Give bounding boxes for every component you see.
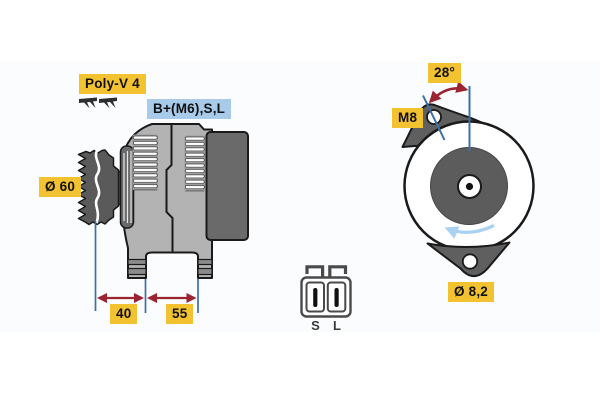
bolt-thread-label: M8 (392, 108, 424, 128)
connector-pin-l-blade (334, 288, 339, 307)
dimension-40-label: 40 (110, 304, 138, 324)
belt-type-label: Poly-V 4 (79, 74, 146, 94)
dimension-55-label: 55 (166, 304, 194, 324)
mounting-hole (461, 253, 479, 270)
connector-clips (305, 265, 348, 278)
shaft-center-dot (465, 182, 474, 191)
angle-reference-lines (422, 86, 471, 151)
pulley-break-line (94, 149, 101, 224)
belt-profile-icon (79, 97, 117, 109)
mounting-foot-slots (127, 258, 213, 276)
cooling-fins-right (184, 135, 205, 192)
rotation-arrow-icon (444, 224, 495, 239)
cooling-fins-left (132, 134, 158, 191)
connector-pin-s-label: S (311, 318, 320, 333)
mount-angle-label: 28° (428, 63, 462, 83)
connector-pin-l-label: L (333, 318, 341, 333)
angle-arc-arrow-icon (428, 81, 469, 104)
connector: S L (300, 265, 352, 333)
dimension-witness-lines (94, 221, 199, 313)
pulley-diameter-label: Ø 60 (39, 177, 82, 197)
side-view (77, 97, 249, 313)
terminals-label: B+(M6),S,L (147, 99, 232, 119)
connector-pin-s-blade (313, 288, 318, 307)
front-view (401, 81, 535, 278)
rear-housing-block (205, 131, 249, 241)
mount-hole-diameter-label: Ø 8,2 (448, 282, 495, 302)
fan-vents (119, 145, 135, 229)
housing-divider-line (165, 125, 174, 252)
